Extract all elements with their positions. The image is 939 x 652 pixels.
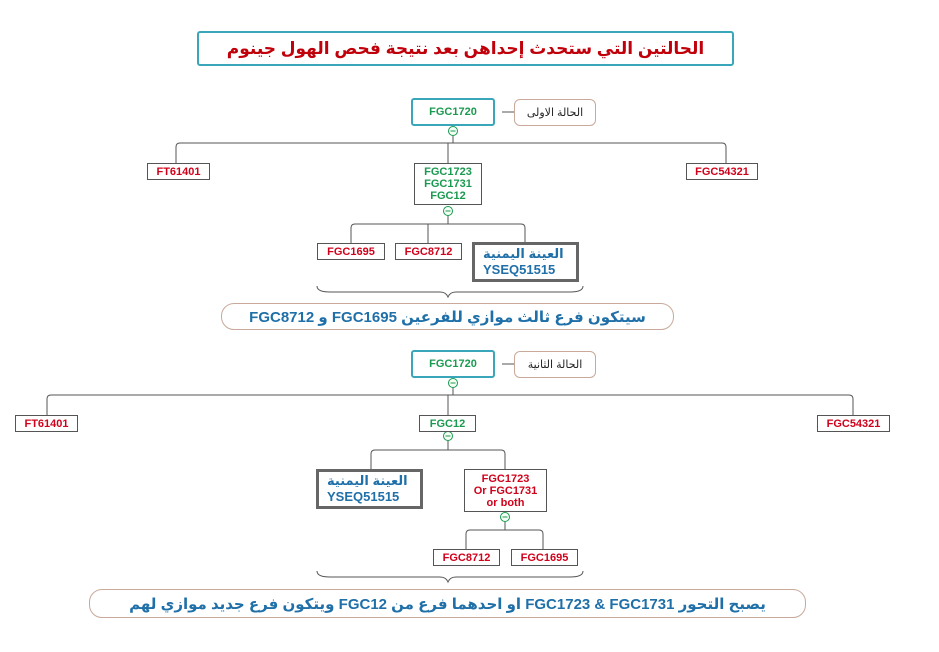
minus-circle-icon[interactable] — [443, 206, 453, 216]
sample-name: العينة اليمنية — [327, 473, 408, 488]
case2-note: الحالة الثانية — [514, 351, 596, 378]
case1-child-b-node[interactable]: FGC8712 — [395, 243, 462, 260]
case2-left-node[interactable]: FT61401 — [15, 415, 78, 432]
case1-left-node[interactable]: FT61401 — [147, 163, 210, 180]
case1-sample-node[interactable]: العينة اليمنية YSEQ51515 — [472, 242, 579, 282]
case1-note: الحالة الاولى — [514, 99, 596, 126]
case2-root-node[interactable]: FGC1720 — [411, 350, 495, 378]
sample-id: YSEQ51515 — [483, 262, 556, 277]
minus-circle-icon[interactable] — [443, 431, 453, 441]
case2-right-node[interactable]: FGC54321 — [817, 415, 890, 432]
case2-sample-node[interactable]: العينة اليمنية YSEQ51515 — [316, 469, 423, 509]
minus-circle-icon[interactable] — [448, 126, 458, 136]
case1-child-a-node[interactable]: FGC1695 — [317, 243, 385, 260]
sample-name: العينة اليمنية — [483, 246, 564, 261]
case2-child-a-node[interactable]: FGC8712 — [433, 549, 500, 566]
case1-root-node[interactable]: FGC1720 — [411, 98, 495, 126]
node-line: FGC12 — [430, 190, 466, 202]
node-line: FGC1723 — [481, 472, 530, 485]
sample-id: YSEQ51515 — [327, 489, 400, 504]
case2-child-b-node[interactable]: FGC1695 — [511, 549, 578, 566]
node-line: or both — [486, 496, 525, 509]
case1-caption: سيتكون فرع ثالث موازي للفرعين FGC1695 و … — [221, 303, 674, 330]
minus-circle-icon[interactable] — [448, 378, 458, 388]
case1-right-node[interactable]: FGC54321 — [686, 163, 758, 180]
node-line: FGC1723 — [424, 166, 472, 178]
case2-caption: يصبح التحور FGC1723 & FGC1731 او احدهما … — [89, 589, 806, 618]
node-line: FGC1731 — [424, 178, 472, 190]
minus-circle-icon[interactable] — [500, 512, 510, 522]
page-title: الحالتين التي ستحدث إحداهن بعد نتيجة فحص… — [197, 31, 734, 66]
case1-middle-node[interactable]: FGC1723 FGC1731 FGC12 — [414, 163, 482, 205]
case2-branch-node[interactable]: FGC1723 Or FGC1731 or both — [464, 469, 547, 512]
node-line: Or FGC1731 — [473, 484, 538, 497]
case2-middle-node[interactable]: FGC12 — [419, 415, 476, 432]
